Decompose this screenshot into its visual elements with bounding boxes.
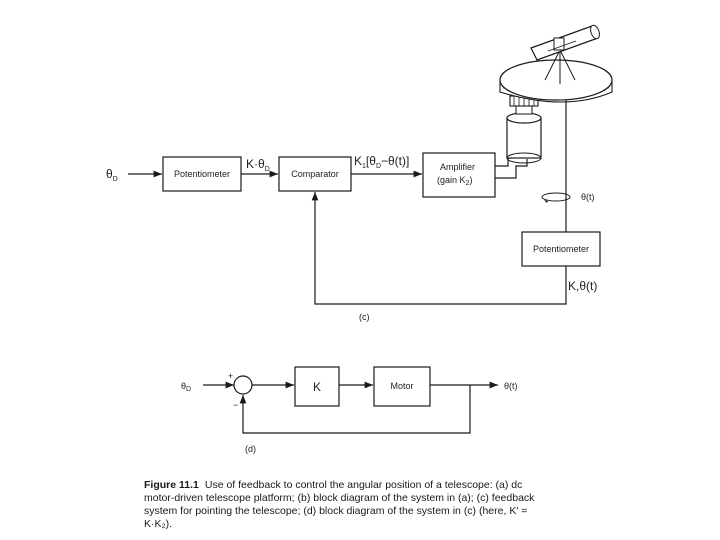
minus-sign: − <box>233 400 238 410</box>
input-theta-d-d: θD <box>181 381 191 393</box>
signal-k-theta-d: K·θD <box>246 157 270 173</box>
feedback-path-d <box>239 385 471 434</box>
caption-line-3: system for pointing the telescope; (d) b… <box>144 505 528 517</box>
gain-block-k <box>294 366 340 407</box>
comparator-block <box>278 156 352 192</box>
feedback-path-c <box>311 192 567 305</box>
motor-wire-upper <box>495 157 512 167</box>
telescope-platform-drawing <box>499 24 613 107</box>
output-theta-label: θ(t) <box>504 381 518 391</box>
rotation-indicator <box>541 192 571 202</box>
caption-line-2: motor-driven telescope platform; (b) blo… <box>144 492 535 504</box>
caption-line-4: K·K₂). <box>144 518 172 530</box>
part-c-diagram: θD Potentiometer K·θD Comparator K1[θD−θ… <box>106 24 613 322</box>
motor-label: Motor <box>390 381 413 391</box>
part-d-diagram: θD + − K Motor θ(t) (d) <box>181 366 518 454</box>
rotation-theta-label: θ(t) <box>581 192 595 202</box>
amplifier-gain-label: (gain K2) <box>437 175 472 187</box>
motor-block <box>373 366 431 407</box>
gain-label-k: K <box>313 380 321 394</box>
dc-motor-drawing <box>506 103 542 164</box>
amplifier-block <box>422 152 496 198</box>
comparator-label: Comparator <box>291 169 339 179</box>
plus-sign: + <box>228 371 233 381</box>
caption-line-1: Use of feedback to control the angular p… <box>204 479 523 491</box>
potentiometer-input-label: Potentiometer <box>174 169 230 179</box>
input-theta-d-c: θD <box>106 167 118 183</box>
summing-junction <box>233 375 253 395</box>
potentiometer-feedback-label: Potentiometer <box>533 244 589 254</box>
potentiometer-feedback-block <box>521 231 601 267</box>
amplifier-label: Amplifier <box>440 162 475 172</box>
figure-caption: Figure 11.1 Use of feedback to control th… <box>144 479 584 531</box>
error-signal-label: K1[θD−θ(t)] <box>354 154 409 170</box>
motor-wire-lower <box>495 159 528 179</box>
feedback-signal-label: K,θ(t) <box>568 279 597 293</box>
part-d-label: (d) <box>245 444 256 454</box>
part-c-label: (c) <box>359 312 370 322</box>
figure-number: Figure 11.1 <box>144 479 199 491</box>
